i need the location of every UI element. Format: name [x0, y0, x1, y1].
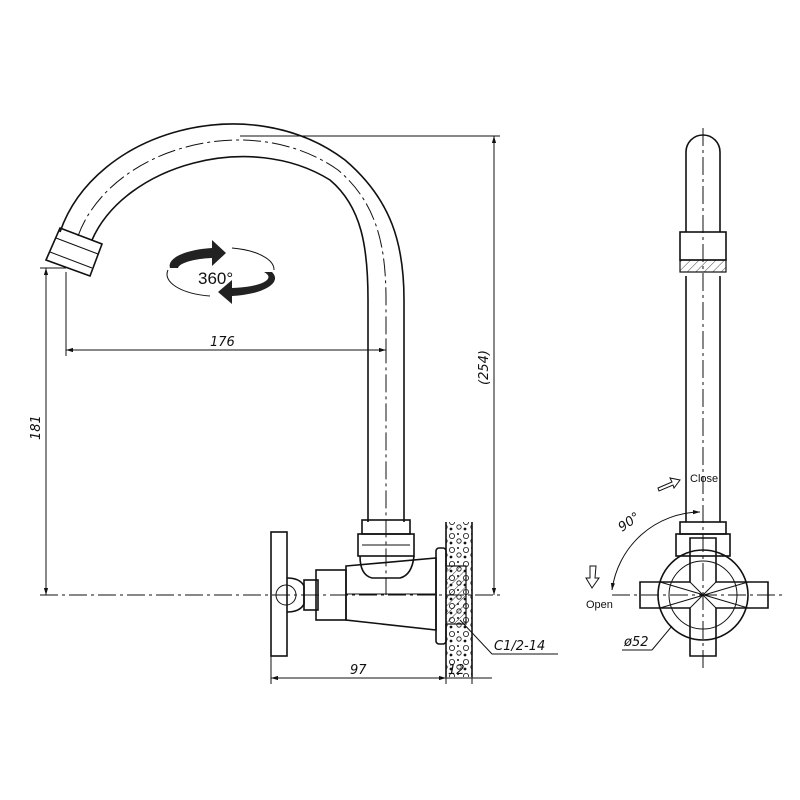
dimension-outlet-height: 181: [29, 267, 66, 595]
dimension-body-length: 97 12: [270, 644, 492, 684]
flange-thickness-value: 12: [448, 663, 465, 678]
total-height-value: (254): [477, 350, 492, 385]
side-aerator: [679, 231, 727, 273]
body-length-value: 97: [350, 663, 367, 678]
thread-spec: C1/2-14: [494, 639, 545, 654]
outlet-height-value: 181: [29, 415, 44, 440]
diameter-callout: ø52: [622, 625, 673, 651]
open-label: Open: [586, 599, 613, 611]
handle-angle-value: 90°: [616, 510, 643, 536]
rotation-360-icon: 360°: [166, 240, 276, 304]
cross-handle[interactable]: [270, 531, 319, 657]
close-label: Close: [690, 473, 718, 485]
open-indicator: Open: [585, 565, 613, 611]
spout-collar: [357, 519, 415, 557]
rotation-label: 360°: [198, 269, 233, 288]
front-view: 360° 176 181 (254) 97: [29, 123, 558, 684]
dimension-total-height: (254): [240, 135, 500, 595]
spout-reach-value: 176: [210, 335, 235, 350]
aerator-nozzle: [44, 226, 104, 278]
close-indicator: Close: [657, 473, 718, 492]
spout: [59, 123, 405, 595]
side-spout: [685, 128, 721, 668]
flange-diameter-value: ø52: [623, 635, 649, 650]
side-view: 90° Close Open ø52: [585, 128, 786, 668]
valve-body: [315, 555, 437, 631]
wall-section: [445, 522, 473, 677]
dimension-spout-reach: 176: [65, 272, 387, 356]
thread-callout: C1/2-14: [459, 619, 558, 655]
